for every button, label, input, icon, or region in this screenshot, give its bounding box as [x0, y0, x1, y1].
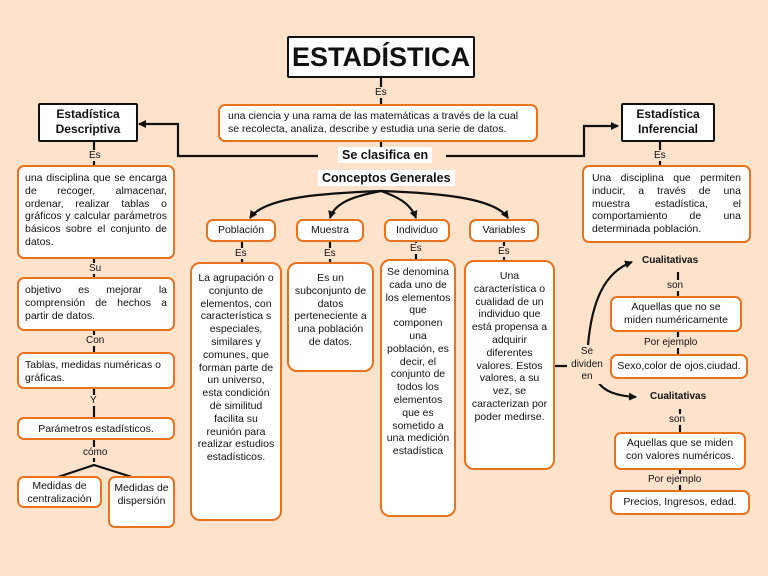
descriptiva-central: Medidas de centralización — [17, 476, 102, 508]
individuo-es: Es — [410, 243, 422, 254]
inferencial-es: Es — [654, 150, 666, 161]
variables-definition: Una característica o cualidad de un indi… — [464, 260, 555, 470]
general-concepts-label: Conceptos Generales — [318, 170, 455, 186]
descriptiva-objective: objetivo es mejorar la comprensión de he… — [17, 277, 175, 331]
concept-poblacion: Población — [206, 219, 276, 242]
descriptiva-es: Es — [89, 150, 101, 161]
inferencial-definition: Una disciplina que permiten inducir, a t… — [582, 165, 751, 243]
descriptiva-con: Con — [86, 335, 105, 346]
descriptiva-dispersion: Medidas de dispersión — [108, 476, 175, 528]
group2-definition: Aquellas que se miden con valores numéri… — [614, 432, 746, 470]
concept-variables: Variables — [469, 219, 539, 242]
group1-definition: Aquellas que no se miden numéricamente — [610, 296, 742, 332]
group1-example: Sexo,color de ojos,ciudad. — [610, 354, 748, 379]
group2-son: son — [669, 414, 686, 425]
descriptiva-title: Estadística Descriptiva — [38, 103, 138, 142]
descriptiva-su: Su — [89, 263, 102, 274]
group1-son: son — [667, 280, 684, 291]
main-title: ESTADÍSTICA — [287, 36, 475, 78]
poblacion-definition: La agrupación o conjunto de elementos, c… — [190, 262, 282, 521]
group2-example: Precios, Ingresos, edad. — [610, 490, 750, 515]
descriptiva-parameters: Parámetros estadísticos. — [17, 417, 175, 440]
descriptiva-y: Y — [90, 395, 97, 406]
group1-example-label: Por ejemplo — [644, 337, 698, 348]
inferencial-title: Estadística Inferencial — [621, 103, 715, 142]
classify-label: Se clasifica en — [338, 147, 433, 163]
connector-root-es: Es — [375, 87, 387, 98]
group2-example-label: Por ejemplo — [648, 474, 702, 485]
group1-title: Cualitativas — [642, 255, 699, 266]
descriptiva-como: cómo — [83, 447, 108, 458]
variables-es: Es — [498, 246, 510, 257]
root-definition: una ciencia y una rama de las matemática… — [218, 104, 538, 142]
descriptiva-definition: una disciplina que se encarga de recoger… — [17, 165, 175, 259]
concept-individuo: Individuo — [384, 219, 450, 242]
concept-muestra: Muestra — [296, 219, 364, 242]
muestra-definition: Es un subconjunto de datos perteneciente… — [287, 262, 374, 372]
divide-label: Se dividen en — [567, 346, 607, 384]
descriptiva-tables: Tablas, medidas numéricas o gráficas. — [17, 352, 175, 389]
individuo-definition: Se denomina cada uno de los elementos qu… — [380, 259, 456, 517]
group2-title: Cualitativas — [650, 391, 707, 402]
poblacion-es: Es — [235, 248, 247, 259]
muestra-es: Es — [324, 248, 336, 259]
